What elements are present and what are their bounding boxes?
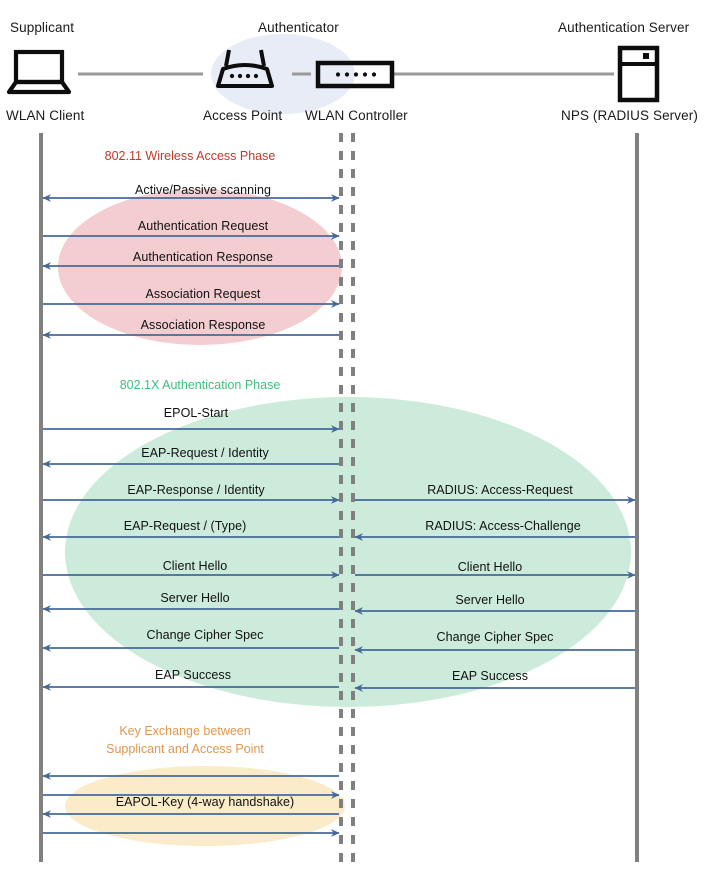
phase-title-8021x: 802.1X Authentication Phase	[119, 378, 281, 392]
phase-title-keyexchange-line2: Supplicant and Access Point	[106, 742, 264, 756]
role-title-authentication-server: Authentication Server	[558, 20, 690, 35]
msg-label-eap-request-identity: EAP-Request / Identity	[141, 446, 269, 460]
node-label-wlan-controller: WLAN Controller	[305, 108, 408, 123]
role-title-supplicant: Supplicant	[10, 20, 75, 35]
role-title-authenticator: Authenticator	[258, 20, 339, 35]
msg-label-eap-success-left: EAP Success	[154, 668, 232, 682]
phase-8021x-ellipse	[65, 397, 631, 707]
access-point-icon	[216, 49, 274, 88]
msg-label-radius-access-request: RADIUS: Access-Request	[427, 483, 573, 497]
msg-label-client-hello-left: Client Hello	[162, 559, 228, 573]
msg-label-change-cipher-spec-right: Change Cipher Spec	[436, 630, 554, 644]
msg-label-eap-request-type: EAP-Request / (Type)	[123, 519, 247, 533]
authenticator-highlight	[211, 34, 355, 114]
msg-label-client-hello-right: Client Hello	[457, 560, 523, 574]
msg-label-eap-response-identity: EAP-Response / Identity	[127, 483, 265, 497]
laptop-icon	[6, 49, 72, 95]
msg-label-eapol-key: EAPOL-Key (4-way handshake)	[115, 795, 295, 809]
phase-title-80211: 802.11 Wireless Access Phase	[104, 149, 276, 163]
msg-label-active-passive-scanning: Active/Passive scanning	[135, 183, 271, 197]
msg-label-epol-start: EPOL-Start	[163, 406, 229, 420]
phase-title-keyexchange-line1: Key Exchange between	[119, 724, 251, 738]
msg-label-eap-success-right: EAP Success	[451, 669, 529, 683]
msg-label-server-hello-right: Server Hello	[455, 593, 525, 607]
msg-label-change-cipher-spec-left: Change Cipher Spec	[146, 628, 264, 642]
node-label-access-point: Access Point	[203, 108, 283, 123]
node-label-wlan-client: WLAN Client	[6, 108, 85, 123]
wlan-controller-icon	[315, 60, 395, 89]
phase-keyexchange-ellipse	[65, 766, 345, 846]
msg-label-authentication-request: Authentication Request	[137, 219, 269, 233]
msg-label-association-request: Association Request	[145, 287, 261, 301]
server-icon	[617, 45, 660, 103]
msg-label-radius-access-challenge: RADIUS: Access-Challenge	[425, 519, 581, 533]
msg-label-server-hello-left: Server Hello	[160, 591, 230, 605]
node-label-nps-radius-server: NPS (RADIUS Server)	[561, 108, 698, 123]
phase-80211-ellipse	[58, 189, 342, 345]
msg-label-association-response: Association Response	[140, 318, 266, 332]
msg-label-authentication-response: Authentication Response	[132, 250, 274, 264]
